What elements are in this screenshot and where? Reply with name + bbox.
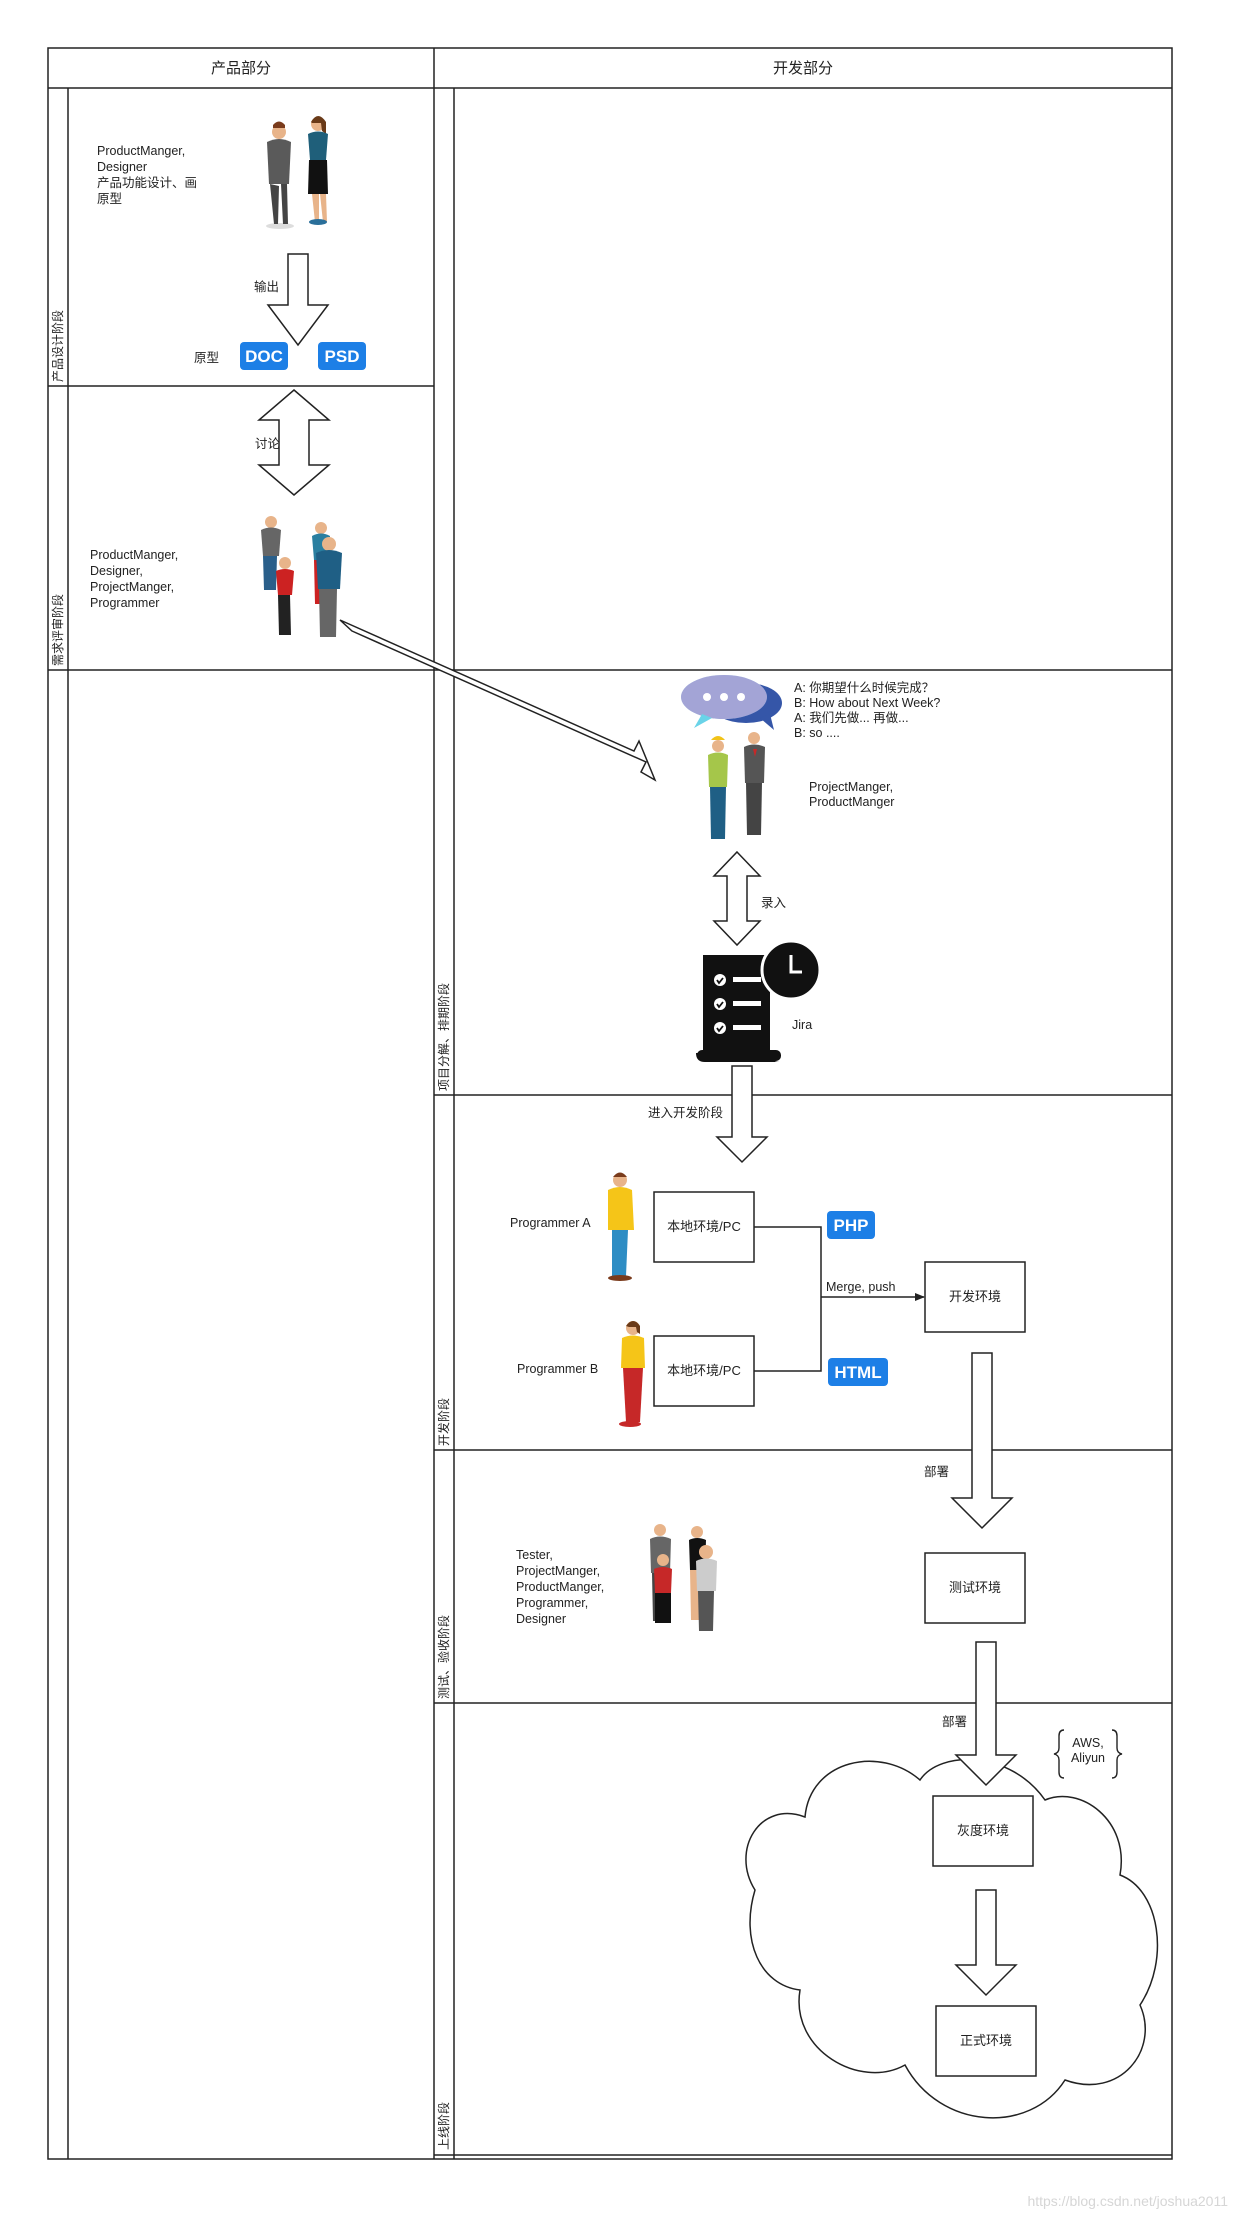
review-roles-line-2: Designer,: [90, 564, 143, 578]
review-to-planning-arrow: [339, 619, 657, 782]
column-header-product: 产品部分: [211, 60, 271, 77]
local-env-box-a: 本地环境/PC: [653, 1191, 755, 1263]
svg-text:正式环境: 正式环境: [960, 2033, 1012, 2048]
discuss-label: 讨论: [255, 437, 281, 451]
deploy-label-release: 部署: [942, 1714, 967, 1729]
swimlane-grid: [47, 47, 1173, 2160]
testing-roles-line-2: ProjectManger,: [516, 1564, 600, 1578]
planning-roles-line-1: ProjectManger,: [809, 780, 893, 794]
dialog-line-2: B: How about Next Week?: [794, 696, 940, 710]
deploy-label-test: 部署: [924, 1464, 949, 1479]
testing-roles-line-1: Tester,: [516, 1548, 553, 1562]
testing-roles-line-4: Programmer,: [516, 1596, 588, 1610]
svg-text:DOC: DOC: [245, 347, 283, 366]
design-roles-line-3: 产品功能设计、画: [97, 175, 197, 190]
gray-to-prod-arrow: [954, 1889, 1018, 1997]
svg-text:HTML: HTML: [834, 1363, 881, 1382]
merge-label: Merge, push: [826, 1280, 896, 1294]
dialog-line-4: B: so ....: [794, 726, 840, 740]
svg-text:AWS,: AWS,: [1072, 1736, 1103, 1750]
review-roles-line-1: ProductManger,: [90, 548, 178, 562]
dialog-line-3: A: 我们先做... 再做...: [794, 710, 909, 725]
planning-team-illustration: [708, 732, 765, 839]
gray-env-box: 灰度环境: [932, 1795, 1034, 1867]
planning-roles-line-2: ProductManger: [809, 795, 894, 809]
programmer-a-illustration: [608, 1172, 634, 1281]
psd-badge: PSD: [318, 342, 366, 370]
enter-dev-label: 进入开发阶段: [648, 1105, 723, 1120]
prototype-label: 原型: [194, 351, 219, 365]
programmer-a-label: Programmer A: [510, 1216, 591, 1230]
deploy-to-test-arrow: [950, 1352, 1014, 1530]
programmer-b-label: Programmer B: [517, 1362, 598, 1376]
merge-connector: [754, 1226, 924, 1372]
cloud-brace-label: AWS, Aliyun: [1053, 1729, 1123, 1779]
design-roles-line-4: 原型: [97, 192, 122, 206]
phase-label-design: 产品设计阶段: [50, 310, 65, 382]
svg-text:开发环境: 开发环境: [949, 1289, 1001, 1304]
discuss-double-arrow: [256, 389, 332, 496]
watermark: https://blog.csdn.net/joshua2011: [1027, 2193, 1228, 2209]
design-roles-line-2: Designer: [97, 160, 147, 174]
svg-text:本地环境/PC: 本地环境/PC: [667, 1219, 741, 1234]
dialog-line-1: A: 你期望什么时候完成？: [794, 680, 934, 695]
doc-badge: DOC: [240, 342, 288, 370]
testing-team-illustration: [650, 1524, 717, 1631]
phase-label-testing: 测试、验收阶段: [436, 1615, 451, 1699]
phase-label-review: 需求评审阶段: [50, 594, 65, 666]
testing-roles-line-3: ProductManger,: [516, 1580, 604, 1594]
entry-double-arrow: [712, 850, 762, 947]
output-down-arrow: [266, 253, 330, 347]
enter-dev-arrow: [715, 1065, 769, 1164]
local-env-box-b: 本地环境/PC: [653, 1335, 755, 1407]
php-badge: PHP: [827, 1211, 875, 1239]
review-team-illustration: [261, 516, 342, 637]
review-roles-line-4: Programmer: [90, 596, 159, 610]
chat-bubbles-icon: [681, 675, 782, 730]
deploy-to-gray-arrow: [954, 1641, 1018, 1787]
phase-label-planning: 项目分解、排期阶段: [436, 983, 451, 1091]
svg-text:灰度环境: 灰度环境: [957, 1823, 1009, 1838]
column-header-dev: 开发部分: [773, 60, 833, 77]
programmer-b-illustration: [619, 1321, 645, 1427]
design-team-illustration: [266, 116, 328, 229]
svg-text:测试环境: 测试环境: [949, 1580, 1001, 1595]
svg-text:本地环境/PC: 本地环境/PC: [667, 1363, 741, 1378]
testing-roles-line-5: Designer: [516, 1612, 566, 1626]
review-roles-line-3: ProjectManger,: [90, 580, 174, 594]
svg-text:PHP: PHP: [834, 1216, 869, 1235]
prod-env-box: 正式环境: [935, 2005, 1037, 2077]
phase-label-development: 开发阶段: [436, 1398, 451, 1446]
svg-text:PSD: PSD: [325, 347, 360, 366]
html-badge: HTML: [828, 1358, 888, 1386]
svg-text:Aliyun: Aliyun: [1071, 1751, 1105, 1765]
test-env-box: 测试环境: [924, 1552, 1026, 1624]
jira-label: Jira: [792, 1018, 812, 1032]
jira-checklist-icon: [696, 939, 822, 1062]
dev-env-box: 开发环境: [924, 1261, 1026, 1333]
output-label: 输出: [254, 279, 279, 294]
entry-label: 录入: [761, 896, 787, 910]
design-roles-line-1: ProductManger,: [97, 144, 185, 158]
phase-label-release: 上线阶段: [436, 2102, 451, 2150]
